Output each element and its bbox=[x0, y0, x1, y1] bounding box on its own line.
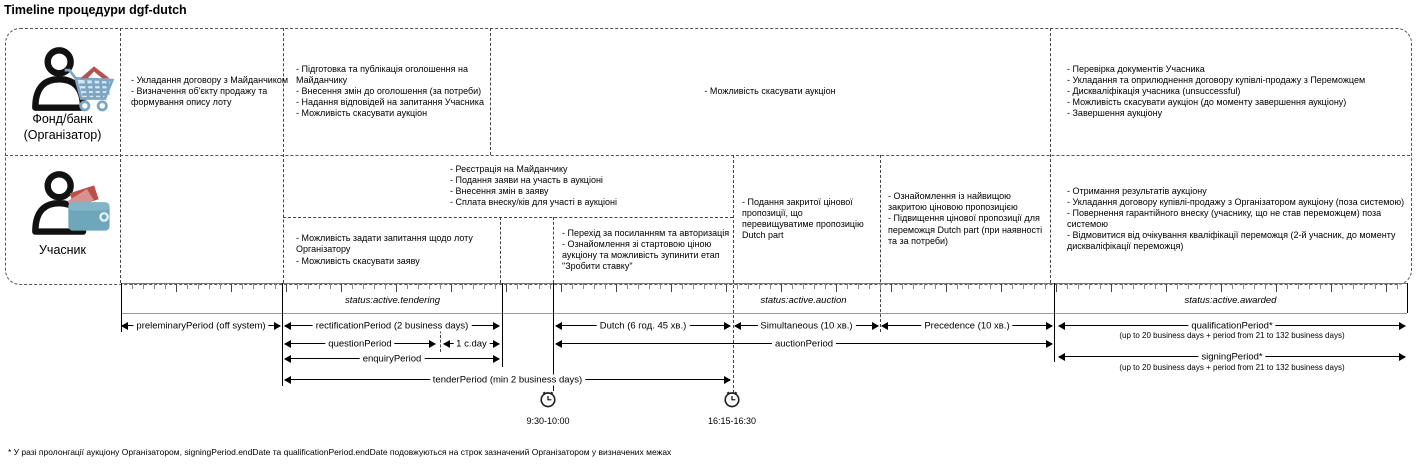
auction-start-time: 9:30-10:00 bbox=[526, 416, 570, 426]
period-label: rectificationPeriod (2 business days) bbox=[312, 320, 472, 332]
period-arrow-signing: signingPeriod* bbox=[1058, 350, 1406, 363]
column-divider bbox=[733, 155, 734, 393]
footnote: * У разі пролонгації аукціону Організато… bbox=[8, 447, 672, 457]
timeline-tick-line bbox=[121, 283, 122, 332]
arrowhead-left-icon bbox=[284, 354, 291, 363]
organizer-cell-award: - Перевірка документів Учасника - Уклада… bbox=[1067, 63, 1366, 119]
arrowhead-left-icon bbox=[734, 321, 741, 330]
arrowhead-right-icon bbox=[493, 321, 500, 330]
column-divider bbox=[490, 28, 491, 155]
signing-period-note: (up to 20 business days + period from 21… bbox=[1119, 363, 1345, 372]
status-awarded: status:active.awarded bbox=[1184, 295, 1277, 306]
period-label: Simultaneous (10 хв.) bbox=[757, 320, 856, 332]
arrowhead-right-icon bbox=[1046, 339, 1053, 348]
participant-cell-best-bid: - Ознайомлення із найвищою закритою ціно… bbox=[888, 191, 1043, 246]
qualification-period-note: (up to 20 business days + period from 21… bbox=[1119, 331, 1345, 340]
period-divider bbox=[440, 321, 441, 352]
period-arrow-question: questionPeriod bbox=[284, 337, 436, 350]
status-band-line bbox=[121, 313, 1407, 314]
timeline-tick-line bbox=[502, 283, 503, 367]
arrowhead-left-icon bbox=[121, 321, 128, 330]
participant-cell-results: - Отримання результатів аукціону - Уклад… bbox=[1067, 185, 1405, 252]
period-label: Dutch (6 год. 45 хв.) bbox=[596, 320, 690, 332]
period-label: preleminaryPeriod (off system) bbox=[133, 320, 269, 332]
column-divider bbox=[880, 155, 881, 332]
timeline-tick-line bbox=[1054, 283, 1055, 362]
arrowhead-left-icon bbox=[881, 321, 888, 330]
period-label: tenderPeriod (min 2 business days) bbox=[429, 374, 586, 386]
arrowhead-right-icon bbox=[493, 339, 500, 348]
arrowhead-right-icon bbox=[724, 321, 731, 330]
page-title: Timeline процедури dgf-dutch bbox=[4, 3, 187, 17]
period-arrow-tender: tenderPeriod (min 2 business days) bbox=[284, 373, 731, 386]
status-tendering: status:active.tendering bbox=[344, 295, 441, 306]
period-arrow-qualification: qualificationPeriod* bbox=[1058, 319, 1406, 332]
participant-cell-registration: - Реєстрація на Майданчику - Подання зая… bbox=[450, 163, 617, 208]
lane-divider bbox=[5, 155, 1410, 156]
arrowhead-right-icon bbox=[724, 375, 731, 384]
period-label: enquiryPeriod bbox=[359, 353, 425, 365]
organizer-cell-cancel-auction: - Можливість скасувати аукціон bbox=[704, 85, 836, 96]
arrowhead-left-icon bbox=[555, 321, 562, 330]
arrowhead-right-icon bbox=[1399, 321, 1406, 330]
period-arrow-rectification: rectificationPeriod (2 business days) bbox=[284, 319, 500, 332]
column-divider bbox=[500, 217, 501, 283]
period-arrow-auction: auctionPeriod bbox=[555, 337, 1053, 350]
organizer-cell-publication: - Підготовка та публікація оголошення на… bbox=[296, 63, 484, 119]
participant-cell-questions: - Можливість задати запитання щодо лоту … bbox=[296, 233, 473, 266]
period-label: 1 c.day bbox=[453, 338, 490, 350]
column-divider bbox=[283, 28, 284, 283]
participant-cell-authorization: - Перехід за посиланням та авторизація -… bbox=[562, 227, 730, 272]
organizer-cell-contract: - Укладання договору з Майданчиком - Виз… bbox=[131, 74, 289, 108]
arrowhead-right-icon bbox=[274, 321, 281, 330]
period-label: qualificationPeriod* bbox=[1188, 320, 1276, 332]
arrowhead-left-icon bbox=[284, 375, 291, 384]
column-divider bbox=[553, 217, 554, 283]
timeline-ruler bbox=[121, 283, 1407, 293]
period-arrow-simultaneous: Simultaneous (10 хв.) bbox=[734, 319, 879, 332]
arrowhead-left-icon bbox=[284, 339, 291, 348]
arrowhead-right-icon bbox=[1046, 321, 1053, 330]
period-arrow-dutch: Dutch (6 год. 45 хв.) bbox=[555, 319, 731, 332]
status-auction: status:active.auction bbox=[760, 295, 847, 306]
arrowhead-right-icon bbox=[493, 354, 500, 363]
timeline-tick-line bbox=[282, 283, 283, 386]
arrowhead-left-icon bbox=[443, 339, 450, 348]
period-label: auctionPeriod bbox=[771, 338, 837, 350]
arrowhead-left-icon bbox=[1058, 321, 1065, 330]
arrowhead-left-icon bbox=[1058, 352, 1065, 361]
participant-cell-sealed-bid: - Подання закритої цінової пропозиції, щ… bbox=[742, 196, 864, 241]
auction-end-time: 16:15-16:30 bbox=[707, 416, 757, 426]
timeline-tick-line bbox=[1407, 283, 1408, 313]
clock-icon bbox=[540, 391, 556, 408]
arrowhead-left-icon bbox=[284, 321, 291, 330]
arrowhead-right-icon bbox=[1399, 352, 1406, 361]
period-label: Precedence (10 хв.) bbox=[921, 320, 1013, 332]
arrowhead-right-icon bbox=[429, 339, 436, 348]
lane-label-organizer: Фонд/банк (Організатор) bbox=[23, 112, 102, 142]
period-label: signingPeriod* bbox=[1198, 351, 1266, 363]
lane-label-participant: Учасник bbox=[38, 243, 86, 257]
period-arrow-one-cday: 1 c.day bbox=[443, 337, 500, 350]
arrowhead-left-icon bbox=[555, 339, 562, 348]
column-divider bbox=[120, 28, 121, 283]
arrowhead-right-icon bbox=[872, 321, 879, 330]
subrow-divider bbox=[283, 217, 733, 218]
column-divider bbox=[1050, 28, 1051, 283]
person-wallet-icon bbox=[32, 171, 110, 235]
timeline-tick-line bbox=[553, 283, 554, 391]
period-label: questionPeriod bbox=[325, 338, 395, 350]
period-arrow-precedence: Precedence (10 хв.) bbox=[881, 319, 1053, 332]
person-shopping-cart-icon bbox=[32, 47, 115, 112]
period-arrow-preleminary: preleminaryPeriod (off system) bbox=[121, 319, 281, 332]
clock-icon bbox=[724, 391, 740, 408]
period-arrow-enquiry: enquiryPeriod bbox=[284, 352, 500, 365]
